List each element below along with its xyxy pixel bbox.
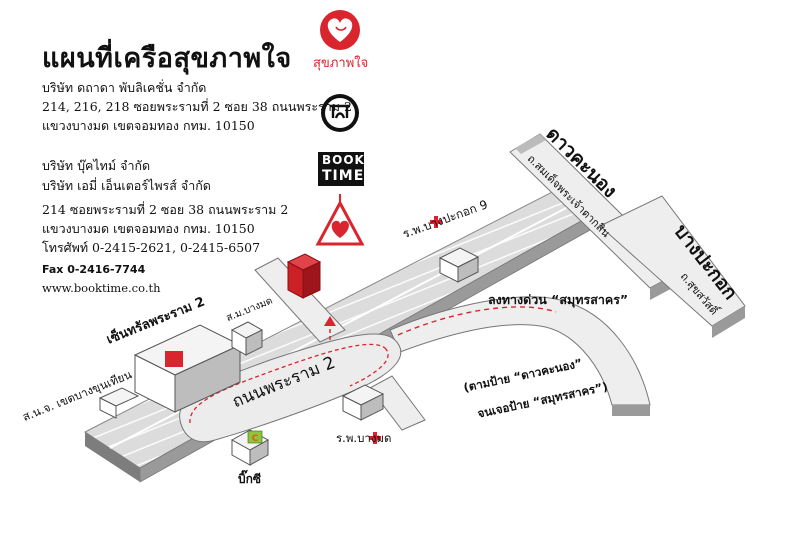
company2-address: 214 ซอยพระรามที่ 2 ซอย 38 ถนนพระราม 2 [42,202,289,217]
company1-name: บริษัท ดถาดา พับลิเคชั่น จำกัด [42,80,207,95]
hospital-cross-icon [369,432,381,444]
sukkhaphapjai-logo [320,10,360,50]
company1-address: 214, 216, 218 ซอยพระรามที่ 2 ซอย 38 ถนนพ… [42,99,352,114]
company2-district: แขวงบางมด เขตจอมทอง กทม. 10150 [42,221,255,236]
central-rama2-building [133,324,242,413]
monogram-logo [321,94,359,132]
company2-name-a: บริษัท บุ๊คไทม์ จำกัด [42,158,151,173]
bangpakok9-hospital-building [438,247,480,283]
company2-website: www.booktime.co.th [42,281,161,295]
u-turn-loop [179,333,402,443]
big-c-building: C [230,429,270,466]
company1-district: แขวงบางมด เขตจอมทอง กทม. 10150 [42,118,255,133]
big-c-label: บิ๊กซี [238,472,262,486]
booktime-line2: TIME [322,168,365,184]
bangmot-school-building [230,321,264,356]
company2-fax: Fax 0-2416-7744 [42,263,146,276]
bangmot-hospital-label: ร.พ.บางมด [336,431,392,445]
bang-pakok-road [599,195,746,338]
bangkhunthian-office-building [98,387,140,419]
company-building [286,253,322,299]
hospital-spur [369,375,426,431]
svg-text:C: C [252,434,259,444]
bangmot-hospital-building [341,384,385,421]
booktime-logo [318,152,364,186]
side-street [254,257,346,343]
expressway-ramp [389,296,651,416]
expressway-label: ลงทางด่วน “สมุทรสาคร” [488,292,629,307]
company2-phone: โทรศัพท์ 0-2415-2621, 0-2415-6507 [42,240,261,255]
company2-name-b: บริษัท เอมี่ เอ็นเตอร์ไพรส์ จำกัด [42,178,211,193]
sukkhaphapjai-label: สุขภาพใจ [313,56,369,71]
hospital-cross-icon [430,216,442,228]
page-title: แผนที่เครือสุขภาพใจ [42,43,292,74]
booktime-line1: BOOK [322,153,365,167]
triangle-heart-logo [315,194,365,246]
